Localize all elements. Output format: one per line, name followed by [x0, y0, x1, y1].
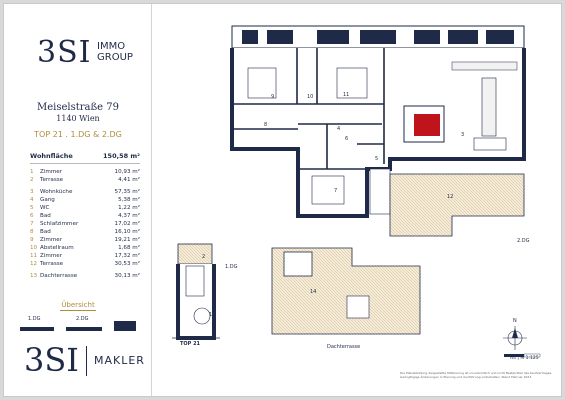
north-arrow: [503, 326, 527, 350]
overview-label-2dg: 2.DG: [76, 316, 89, 322]
floor-label-1dg: 1.DG: [225, 264, 238, 270]
unit-marker: TOP 21: [180, 341, 201, 347]
north-label: N: [513, 318, 517, 324]
scale-bar: [504, 353, 541, 358]
fireplace: [414, 114, 440, 136]
room-label-14: 14: [310, 289, 317, 295]
room-label-10: 10: [307, 94, 314, 100]
overview-thumb-roof: [114, 321, 136, 331]
room-label-12: 12: [447, 194, 454, 200]
room-label-1: 1: [209, 312, 213, 318]
terrace-12: [389, 173, 525, 237]
city-address: 1140 Wien: [56, 114, 100, 123]
overview-thumb-1dg: [20, 327, 54, 331]
roof-terrace-plan: [271, 247, 421, 335]
total-living-area: Wohnfläche 150,58 m²: [30, 152, 140, 164]
room-label-7: 7: [334, 188, 338, 194]
room-label-11: 11: [343, 92, 350, 98]
scale-text: A4 | M 1:125: [510, 356, 539, 361]
makler-logo: 3SI MAKLER: [24, 341, 145, 379]
overview-thumb-2dg: [66, 327, 102, 331]
info-panel: 3SI IMMO GROUP Meiselstraße 79 1140 Wien…: [4, 4, 152, 398]
room-label-8: 8: [264, 122, 268, 128]
floor-label-2dg: 2.DG: [517, 238, 530, 244]
room-label-9: 9: [271, 94, 275, 100]
room-label-2: 2: [202, 254, 206, 260]
room-label-4: 4: [337, 126, 341, 132]
room-label-3: 3: [461, 132, 465, 138]
unit-title: TOP 21 . 1.DG & 2.DG: [34, 130, 122, 139]
immo-group-logo: 3SI IMMO GROUP: [37, 35, 133, 70]
overview-title: Übersicht: [61, 301, 95, 309]
room-label-6: 6: [345, 136, 349, 142]
roof-terrace-label: Dachterrasse: [327, 344, 361, 350]
plan-area: 9 10 11 3 8 4 6 5 7 12 2 1 14 2.DG 1.DG …: [152, 4, 563, 398]
floor-plan-drawing: [172, 25, 541, 358]
room-label-5: 5: [375, 156, 379, 162]
upper-floor-plan: [230, 25, 526, 237]
disclaimer-text: Die Planabbildung dargestellte Möblierun…: [400, 371, 553, 379]
lower-floor-plan: [172, 243, 220, 340]
overview-label-1dg: 1.DG: [28, 316, 41, 322]
floor-plan-sheet: 3SI IMMO GROUP Meiselstraße 79 1140 Wien…: [3, 3, 563, 398]
street-address: Meiselstraße 79: [37, 102, 119, 113]
